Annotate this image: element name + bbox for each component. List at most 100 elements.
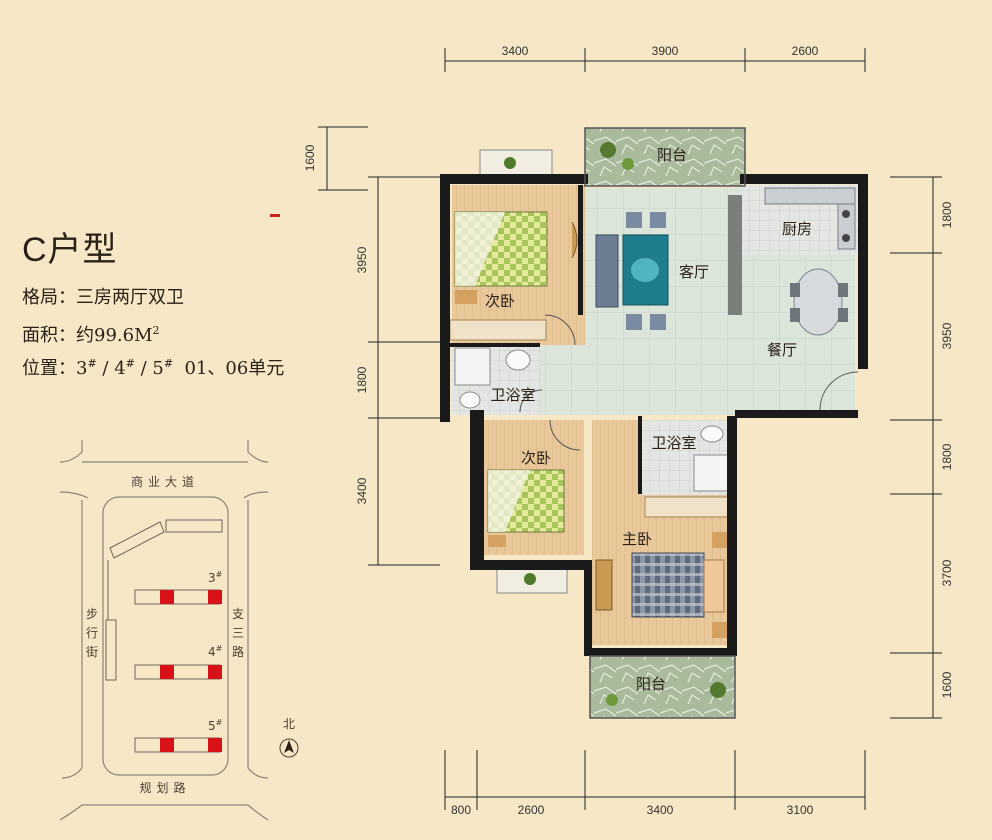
wardrobe-1	[449, 319, 547, 341]
right-road-char-2: 三	[232, 626, 244, 640]
layout-line: 格局：三房两厅双卫	[22, 281, 284, 314]
stove-burner-2	[842, 234, 850, 242]
building-sup-4: #	[216, 644, 223, 653]
road-curve	[61, 767, 83, 779]
site-buildings	[105, 519, 223, 753]
road-top-label: 商业大道	[131, 474, 199, 489]
location-line: 位置：3# / 4# / 5# 01、06单元	[22, 347, 284, 380]
area-value: 约99.6M	[76, 325, 153, 346]
dim-right-1: 1800	[940, 201, 954, 228]
building-sup-5: #	[216, 718, 223, 727]
site-roads	[59, 440, 269, 821]
road-curve	[247, 767, 269, 779]
location-building-3: 3	[76, 358, 88, 379]
road-curve	[59, 491, 89, 499]
unit-info-block: C户型 格局：三房两厅双卫 面积：约99.6M2 位置：3# / 4# / 5#…	[22, 222, 284, 380]
nightstand	[455, 290, 477, 304]
wall-bath2-left	[638, 416, 642, 494]
washbasin-2	[700, 425, 724, 443]
location-building-5: 5	[152, 358, 164, 379]
armchair-2	[650, 212, 666, 228]
washbasin-1	[505, 349, 531, 371]
dimension-labels: 3400 3900 2600 800 2600 3400 3100 1600 3…	[303, 44, 954, 817]
dim-bottom-1: 800	[451, 803, 471, 817]
bed-headboard-master	[703, 559, 725, 613]
stove-burner	[842, 210, 850, 218]
tv-stand-master	[595, 559, 613, 611]
location-label: 位置：	[22, 358, 76, 379]
toilet-1	[459, 391, 481, 409]
door-entrance	[819, 371, 859, 411]
wall-bedroom1-right	[578, 185, 583, 315]
location-slash-1: /	[96, 358, 115, 379]
wall-master-right	[727, 416, 737, 656]
building-top	[165, 519, 223, 533]
site-highlights	[160, 590, 222, 752]
location-slash-2: /	[134, 358, 153, 379]
building-number-5: 5	[208, 719, 216, 733]
dining-chair-3	[838, 283, 848, 297]
location-sup-5: #	[163, 357, 174, 370]
wall-top-kitchen	[740, 174, 868, 184]
road-bottom-label: 规划路	[139, 780, 190, 795]
doors	[519, 314, 859, 451]
balcony-bottom-outline	[589, 655, 736, 719]
armchair-1	[626, 212, 642, 228]
layout-label: 格局：	[22, 287, 76, 308]
plant-icon	[606, 694, 618, 706]
area-line: 面积：约99.6M2	[22, 314, 284, 347]
site-plan: 商业大道 规划路 步 行 街 支 三 路 3# 4# 5# 北	[59, 440, 299, 821]
road-curve	[247, 804, 269, 821]
building-label-5: 5#	[208, 718, 223, 733]
armchair-4	[650, 314, 666, 330]
wall-dining-bottom	[735, 410, 858, 418]
building-label-4: 4#	[208, 644, 223, 659]
furniture	[449, 142, 856, 706]
right-road-char-1: 支	[232, 607, 244, 621]
label-balcony-top: 阳台	[657, 146, 687, 164]
nightstand-master-1	[712, 532, 728, 548]
building-strip-2	[105, 619, 117, 681]
label-living-room: 客厅	[679, 263, 709, 281]
bed-blanket-fold-2	[488, 470, 530, 532]
dim-bottom-2: 2600	[518, 803, 545, 817]
road-curve	[59, 804, 83, 821]
wall-left-top	[440, 174, 450, 422]
location-building-4: 4	[114, 358, 126, 379]
wall-master-bottom	[584, 648, 737, 656]
right-road-char-3: 路	[232, 644, 244, 659]
dim-right-5: 1600	[940, 671, 954, 698]
bed-master	[631, 552, 705, 618]
nightstand-2	[488, 535, 506, 547]
highlight-3-unit-06	[208, 590, 222, 604]
hall-floor	[540, 345, 590, 415]
label-second-bedroom-2: 次卧	[521, 449, 551, 467]
dim-left-3: 3400	[355, 477, 369, 504]
dim-bottom-4: 3100	[787, 803, 814, 817]
label-balcony-bottom: 阳台	[636, 675, 666, 693]
armchair-3	[626, 314, 642, 330]
wall-left-bedroom2	[470, 410, 484, 570]
building-diagonal	[109, 521, 165, 559]
dimension-lines	[318, 48, 942, 810]
shower-1	[454, 347, 491, 386]
plant-icon	[622, 158, 634, 170]
sofa	[595, 234, 619, 308]
plant-icon	[504, 157, 516, 169]
building-sup-3: #	[216, 570, 223, 579]
building-label-3: 3#	[208, 570, 223, 585]
dim-left-1: 3950	[355, 246, 369, 273]
highlight-4-unit-01	[160, 665, 174, 679]
plant-icon	[710, 682, 726, 698]
wall-master-left	[584, 560, 592, 656]
area-label: 面积：	[22, 325, 76, 346]
dim-right-4: 3700	[940, 559, 954, 586]
room-labels: 阳台 次卧 客厅 厨房 餐厅 卫浴室 次卧 卫浴室 主卧 阳台	[485, 146, 812, 693]
area-superscript: 2	[152, 324, 160, 337]
road-curve	[59, 440, 83, 463]
dim-left-balcony: 1600	[303, 144, 317, 171]
balcony-top-outline	[584, 127, 746, 187]
plant-icon	[524, 573, 536, 585]
label-kitchen: 厨房	[782, 220, 812, 238]
